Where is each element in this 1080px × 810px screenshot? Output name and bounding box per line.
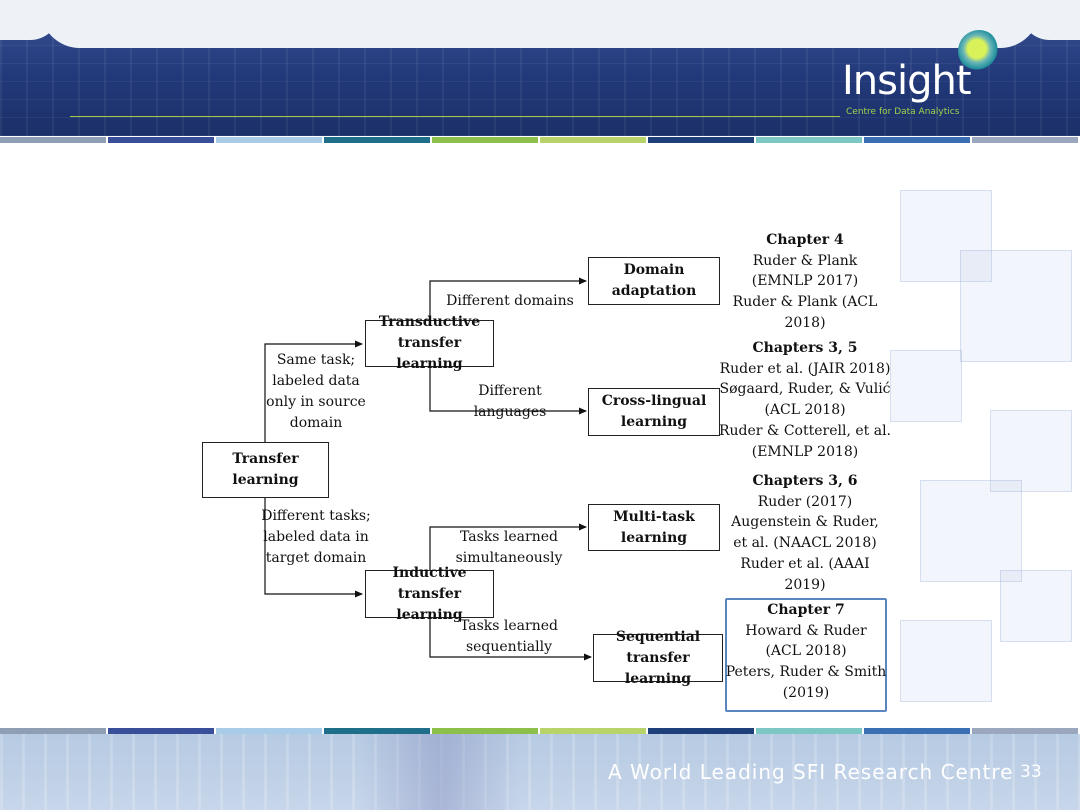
reference-line: Peters, Ruder & Smith	[725, 664, 887, 681]
chapter-label: Chapters 3, 6	[752, 473, 858, 489]
stripe-segment	[972, 137, 1078, 143]
node-inductive: Inductive transfer learning	[365, 565, 494, 623]
node-cross-lingual: Cross-lingual learning	[588, 388, 720, 436]
label-different-languages: Different languages	[473, 383, 547, 420]
reference-line: Augenstein & Ruder,	[731, 514, 879, 531]
chapter-label: Chapter 4	[766, 232, 844, 248]
stripe-segment	[864, 728, 970, 734]
label-different-tasks: Different tasks; labeled data in target …	[261, 508, 371, 566]
stripe-segment	[216, 137, 322, 143]
reference-line: (2019)	[782, 684, 830, 701]
reference-line: Ruder et al. (JAIR 2018)	[719, 360, 891, 377]
footer-tagline: A World Leading SFI Research Centre	[608, 760, 1014, 784]
edge-transductive-domain	[429, 277, 587, 320]
label-sequentially: Tasks learned sequentially	[460, 618, 558, 655]
node-transductive: Transductive transfer learning	[365, 314, 494, 372]
citation-block-multi-task: Chapters 3, 6 Ruder (2017) Augenstein & …	[722, 471, 888, 595]
label-simultaneously: Tasks learned simultaneously	[455, 529, 563, 566]
stripe-segment	[108, 728, 214, 734]
logo-name: Insight	[842, 58, 972, 104]
stripe-segment	[0, 137, 106, 143]
reference-line: Ruder (2017)	[757, 493, 853, 510]
edge-inductive-sequential	[429, 618, 592, 661]
reference-line: 2019)	[784, 576, 826, 593]
edge-root-transductive	[264, 340, 363, 442]
reference-line: (EMNLP 2017)	[751, 273, 859, 290]
color-stripe-bottom	[0, 728, 1080, 734]
reference-line: Ruder & Plank (ACL	[732, 294, 878, 311]
footer-banner	[0, 734, 1080, 810]
logo-subtitle: Centre for Data Analytics	[846, 107, 960, 117]
stripe-segment	[540, 728, 646, 734]
reference-line: Ruder & Cotterell, et al.	[718, 422, 891, 439]
reference-line: Søgaard, Ruder, & Vulić	[719, 381, 891, 398]
stripe-segment	[972, 728, 1078, 734]
reference-line: (EMNLP 2018)	[751, 443, 859, 460]
stripe-segment	[540, 137, 646, 143]
header-rule	[70, 116, 840, 117]
stripe-segment	[0, 728, 106, 734]
stripe-segment	[324, 728, 430, 734]
reference-line: Ruder & Plank	[752, 252, 858, 269]
stripe-segment	[756, 137, 862, 143]
label-same-task: Same task; labeled data only in source d…	[266, 352, 366, 431]
stripe-segment	[324, 137, 430, 143]
edge-transductive-crosslingual	[429, 367, 587, 415]
page-number: 33	[1020, 762, 1042, 782]
stripe-segment	[864, 137, 970, 143]
stripe-segment	[432, 728, 538, 734]
reference-line: (ACL 2018)	[765, 643, 847, 660]
color-stripe-top	[0, 137, 1080, 143]
label-different-domains: Different domains	[446, 293, 574, 309]
stripe-segment	[108, 137, 214, 143]
edge-root-inductive	[264, 498, 363, 598]
reference-line: Ruder et al. (AAAI	[740, 555, 870, 572]
node-sequential: Sequential transfer learning	[593, 629, 723, 687]
citation-block-sequential: Chapter 7 Howard & Ruder (ACL 2018) Pete…	[725, 600, 887, 704]
stripe-segment	[648, 137, 754, 143]
reference-line: 2018)	[784, 314, 826, 331]
edge-inductive-multitask	[429, 523, 587, 570]
highlight-box-chapter-7	[725, 598, 887, 712]
header-banner	[0, 0, 1080, 136]
node-transfer-learning: Transfer learning	[202, 442, 329, 498]
node-domain-adaptation: Domain adaptation	[588, 257, 720, 305]
citation-block-cross-lingual: Chapters 3, 5 Ruder et al. (JAIR 2018) S…	[716, 338, 894, 462]
citation-block-domain-adaptation: Chapter 4 Ruder & Plank (EMNLP 2017) Rud…	[722, 230, 888, 334]
reference-line: (ACL 2018)	[764, 402, 846, 419]
chapter-label: Chapter 7	[767, 602, 845, 618]
stripe-segment	[216, 728, 322, 734]
chapter-label: Chapters 3, 5	[752, 340, 858, 356]
reference-line: Howard & Ruder	[745, 622, 867, 639]
background-squares	[880, 150, 1080, 720]
stripe-segment	[432, 137, 538, 143]
reference-line: et al. (NAACL 2018)	[733, 535, 877, 552]
node-multi-task: Multi-task learning	[588, 504, 720, 551]
stripe-segment	[756, 728, 862, 734]
stripe-segment	[648, 728, 754, 734]
insight-logo-icon	[958, 30, 1000, 72]
